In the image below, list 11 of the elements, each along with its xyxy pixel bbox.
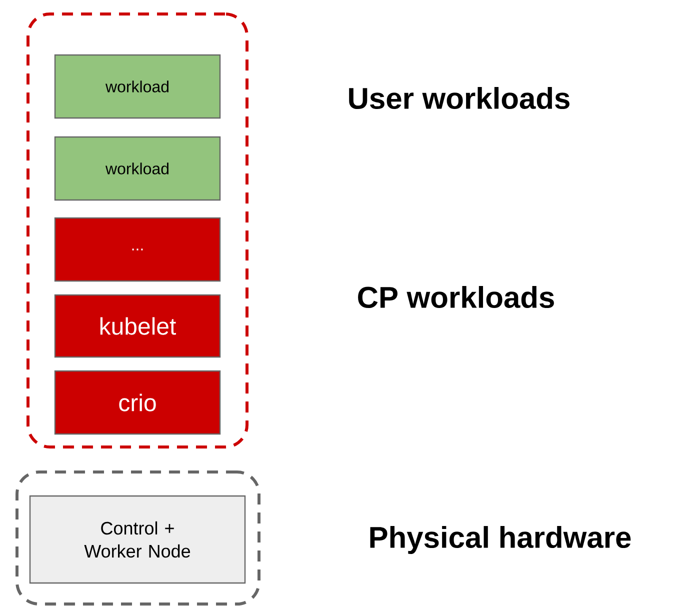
section-heading: Physical hardware xyxy=(370,526,631,554)
workload-box: workload xyxy=(54,136,221,201)
section-heading: User workloads xyxy=(349,87,570,110)
component-box: kubelet xyxy=(54,294,221,358)
section-heading: CP workloads xyxy=(358,286,554,308)
hardware-box: Control + Worker Node xyxy=(29,495,246,584)
component-box: crio xyxy=(54,370,221,435)
component-box: ... xyxy=(54,217,221,282)
dashed-group-border xyxy=(16,470,260,606)
dashed-group-border xyxy=(26,12,248,448)
workload-box: workload xyxy=(54,54,221,119)
